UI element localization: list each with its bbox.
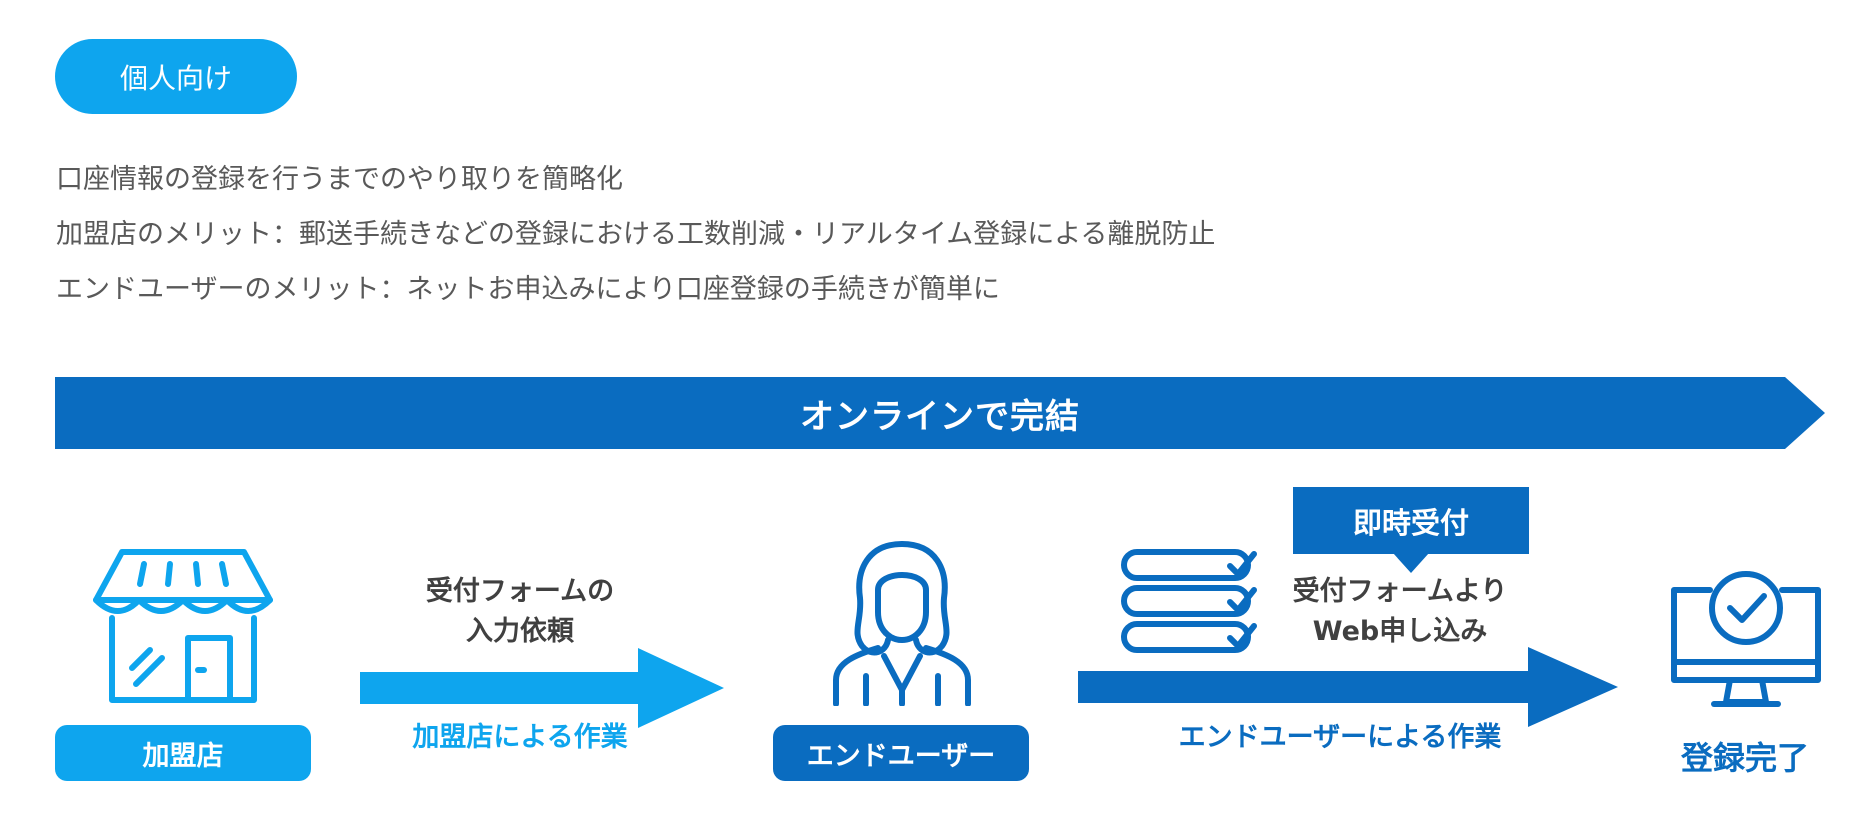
- online-banner-arrow: [55, 377, 1825, 449]
- registration-complete-label: 登録完了: [1680, 739, 1809, 777]
- step2-description: 受付フォームより Web申し込み: [1245, 572, 1555, 652]
- description-enduser-merit: エンドユーザーのメリット：ネットお申込みにより口座登録の手続きが簡単に: [56, 274, 1000, 305]
- instant-badge-pointer: [1393, 553, 1429, 573]
- monitor-check-icon: [1671, 571, 1821, 707]
- step1-description: 受付フォームの 入力依頼: [370, 572, 670, 652]
- instant-acceptance-badge: 即時受付: [1293, 487, 1529, 554]
- step2-caption: エンドユーザーによる作業: [1178, 722, 1502, 753]
- description-summary: 口座情報の登録を行うまでのやり取りを簡略化: [56, 164, 623, 195]
- shop-icon: [93, 549, 273, 703]
- step2-line-1: 受付フォームより: [1292, 576, 1508, 607]
- description-merchant-merit: 加盟店のメリット：郵送手続きなどの登録における工数削減・リアルタイム登録による離…: [56, 219, 1216, 250]
- audience-tab-individual[interactable]: 個人向け: [55, 39, 297, 114]
- step1-arrow: [360, 648, 724, 728]
- user-icon: [833, 541, 971, 706]
- step2-arrow: [1078, 647, 1618, 727]
- form-list-icon: [1121, 549, 1257, 653]
- enduser-label: エンドユーザー: [773, 725, 1029, 781]
- step1-line-2: 入力依頼: [466, 616, 574, 647]
- step1-caption: 加盟店による作業: [412, 722, 628, 753]
- step1-line-1: 受付フォームの: [425, 576, 615, 607]
- audience-tab-label: 個人向け: [119, 61, 232, 95]
- step2-line-2: Web申し込み: [1312, 616, 1488, 647]
- merchant-label: 加盟店: [55, 725, 311, 781]
- online-banner-title: オンラインで完結: [800, 396, 1080, 437]
